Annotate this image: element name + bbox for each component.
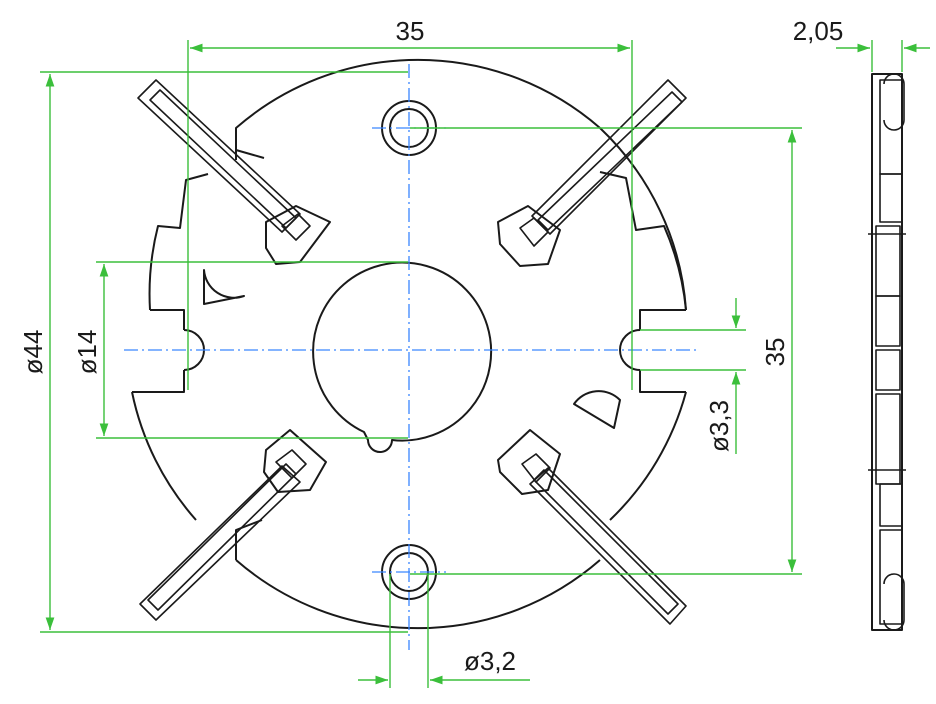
clip-top-right (497, 79, 687, 267)
side-view (868, 73, 906, 631)
dimension-outer-diameter: ø44 (18, 71, 408, 633)
dimension-thickness: 2,05 (793, 16, 930, 72)
dimension-side-slot: ø3,3 (640, 298, 746, 454)
dim-35-vertical-text: 35 (760, 338, 790, 367)
dimension-mount-hole: ø3,2 (358, 574, 530, 688)
plate-outline (131, 58, 687, 630)
dimension-35-horizontal: 35 (187, 16, 633, 390)
dim-outer-diameter-text: ø44 (18, 330, 48, 375)
clip-top-left (137, 79, 331, 265)
dim-mount-hole-text: ø3,2 (464, 646, 516, 676)
dim-thickness-text: 2,05 (793, 16, 844, 46)
left-half-moon-mark (203, 269, 245, 305)
right-half-moon-mark (573, 390, 621, 429)
clip-bottom-right (497, 429, 687, 625)
dim-35-horizontal-text: 35 (396, 16, 425, 46)
center-bore (312, 261, 493, 453)
dimension-35-vertical: 35 (410, 127, 802, 575)
front-view (124, 58, 700, 650)
dimension-center-bore: ø14 (72, 261, 408, 439)
clip-bottom-left (139, 429, 327, 621)
dim-center-bore-text: ø14 (72, 330, 102, 375)
dim-side-slot-text: ø3,3 (704, 400, 734, 452)
